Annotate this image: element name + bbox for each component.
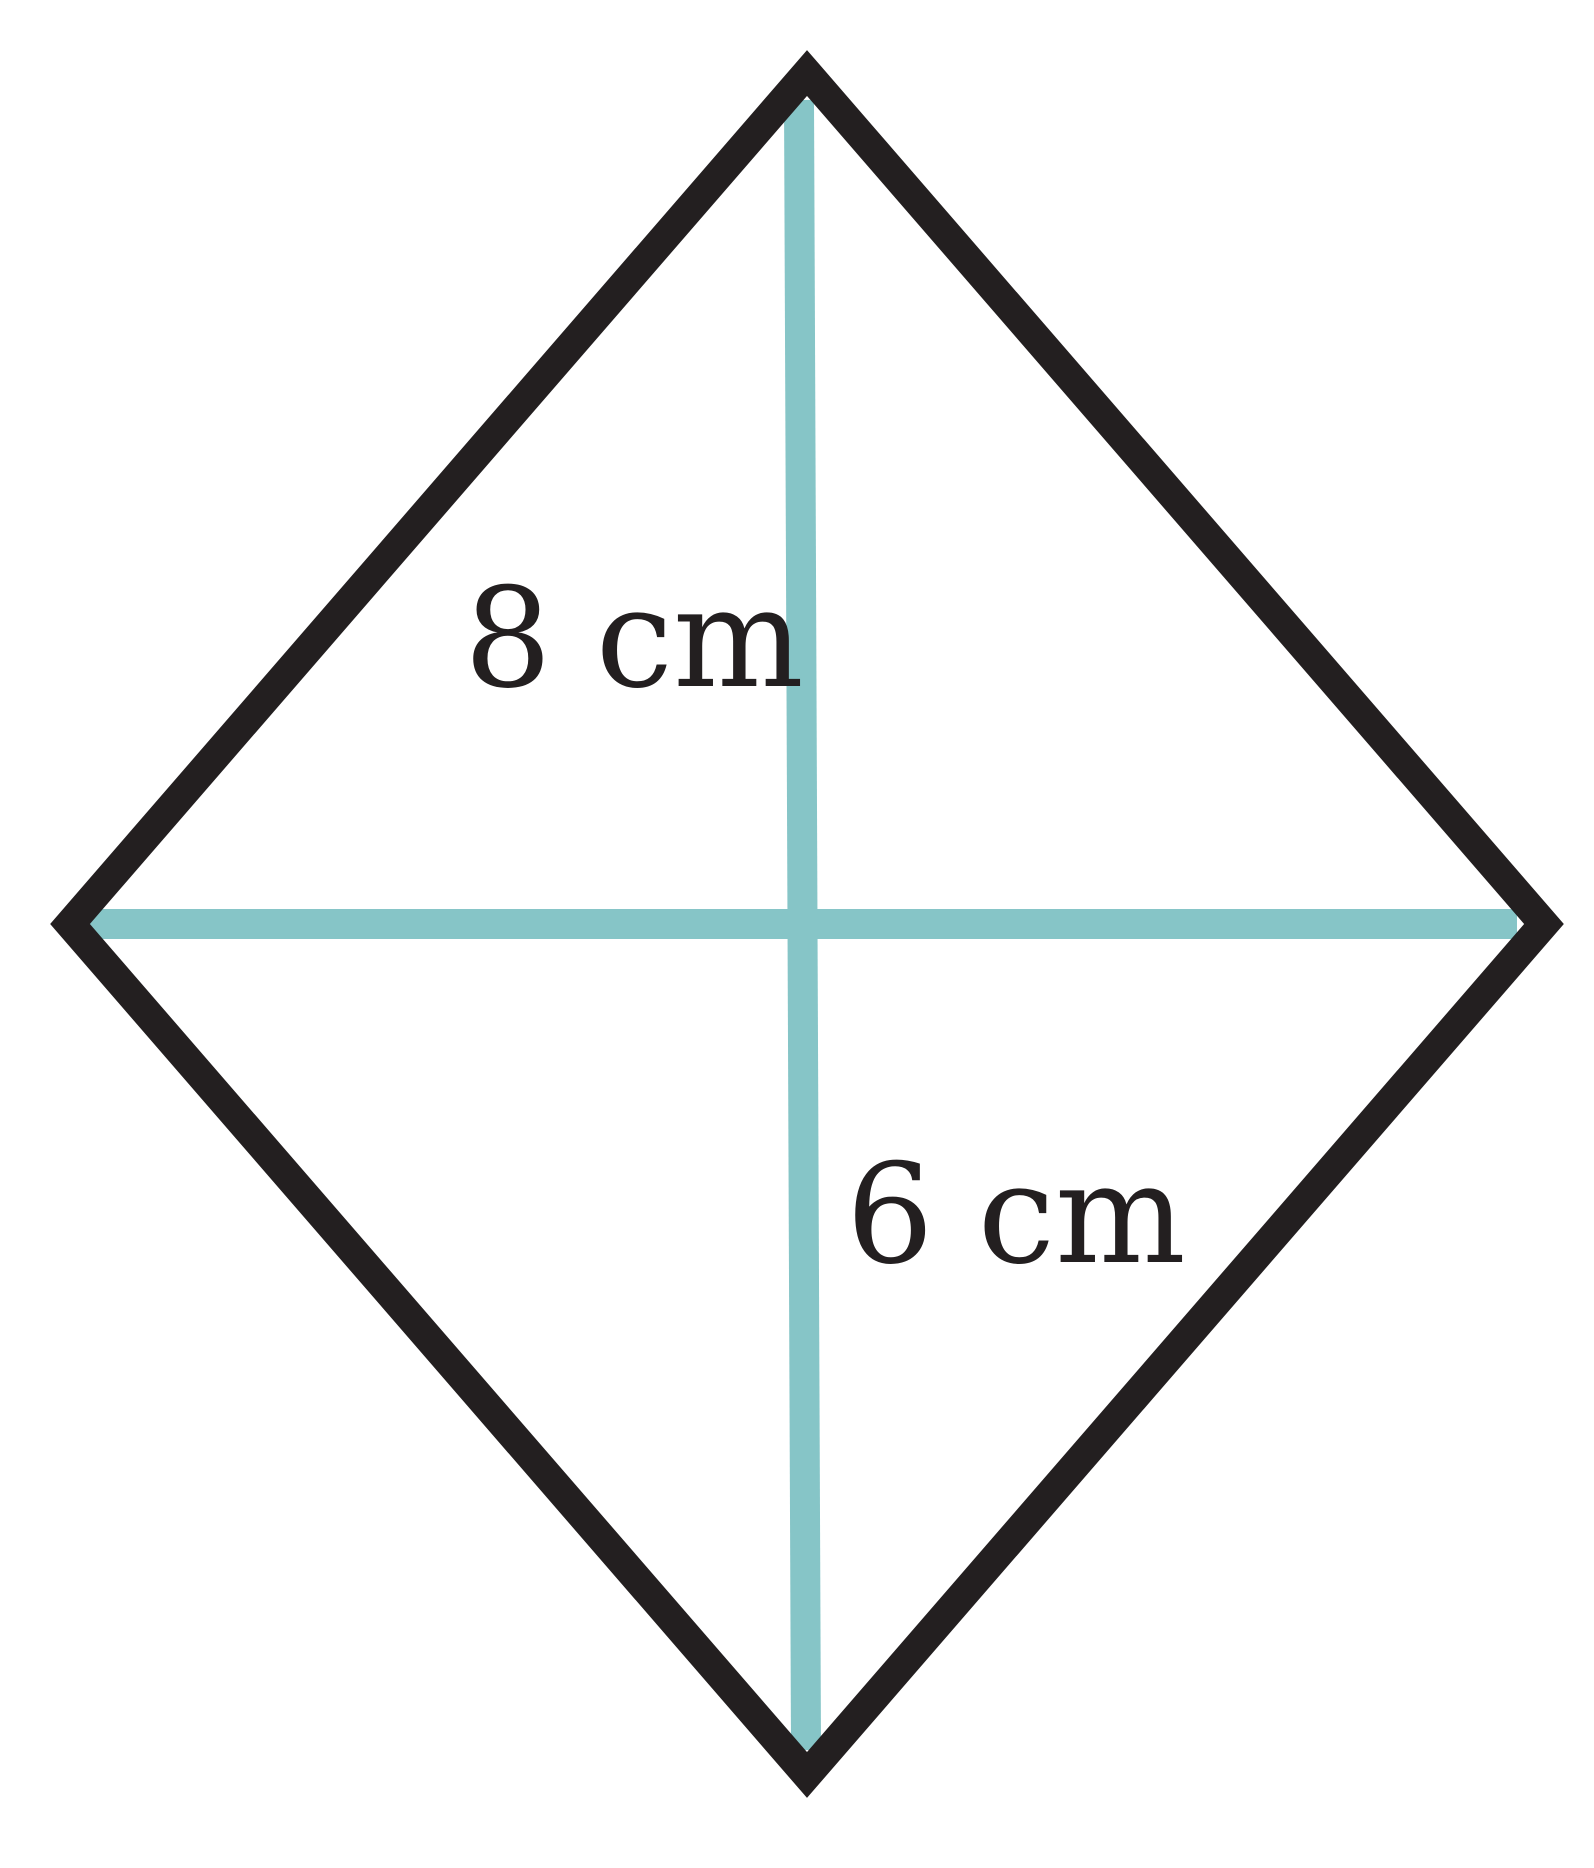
label-8cm: 8 cm [464, 558, 804, 719]
label-6cm: 6 cm [846, 1134, 1186, 1295]
rhombus-outline [50, 50, 1564, 1798]
